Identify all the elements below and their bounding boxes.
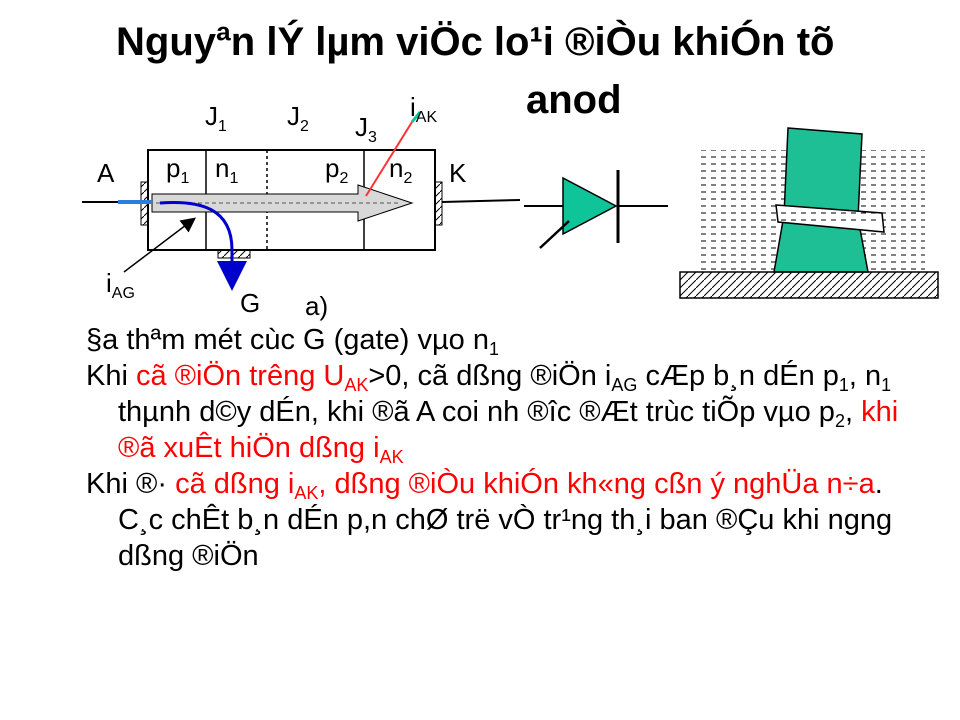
junction-label-j2: J2 (287, 101, 309, 135)
layer-label-p1: p1 (166, 153, 190, 187)
cathode-lead (441, 199, 521, 203)
panel-label-a: a) (305, 291, 329, 321)
current-label-iag: iAG (106, 268, 135, 302)
gate-current-path (159, 200, 247, 291)
paragraph-2: Khi cã ®iÖn trêng UAK>0, cã dßng ®iÖn iA… (86, 360, 899, 467)
layer-label-n2: n2 (389, 153, 413, 187)
explanation-text: §a thªm mét cùc G (gate) vµo n1 Khi cã ®… (86, 322, 906, 574)
junction-label-j3: J3 (355, 112, 377, 146)
ground-base (679, 271, 939, 299)
page-title: Nguyªn lÝ lµm viÖc lo¹i ®iÒu khiÓn tõ (116, 20, 835, 64)
thyristor-triangle (562, 176, 618, 236)
paragraph-1: §a thªm mét cùc G (gate) vµo n1 (86, 324, 499, 359)
paragraph-3: Khi ®· cã dßng iAK, dßng ®iÒu khiÓn kh«n… (86, 468, 893, 572)
anode-label: A (97, 158, 115, 188)
gate-contact (217, 249, 251, 259)
current-label-iak: iAK (410, 92, 438, 126)
thyristor-gate-lead (539, 220, 570, 249)
tree-top (783, 127, 863, 219)
iak-pointer (365, 121, 413, 197)
thyristor-diagram (82, 111, 939, 299)
cathode-contact (434, 181, 443, 226)
layer-label-n1: n1 (215, 153, 239, 187)
gate-label: G (240, 288, 261, 318)
layer-label-p2: p2 (325, 153, 349, 187)
cathode-label: K (449, 158, 467, 188)
iag-pointer (123, 217, 196, 273)
junction-label-j1: J1 (205, 101, 227, 135)
page-title-continuation: anod (526, 78, 622, 122)
